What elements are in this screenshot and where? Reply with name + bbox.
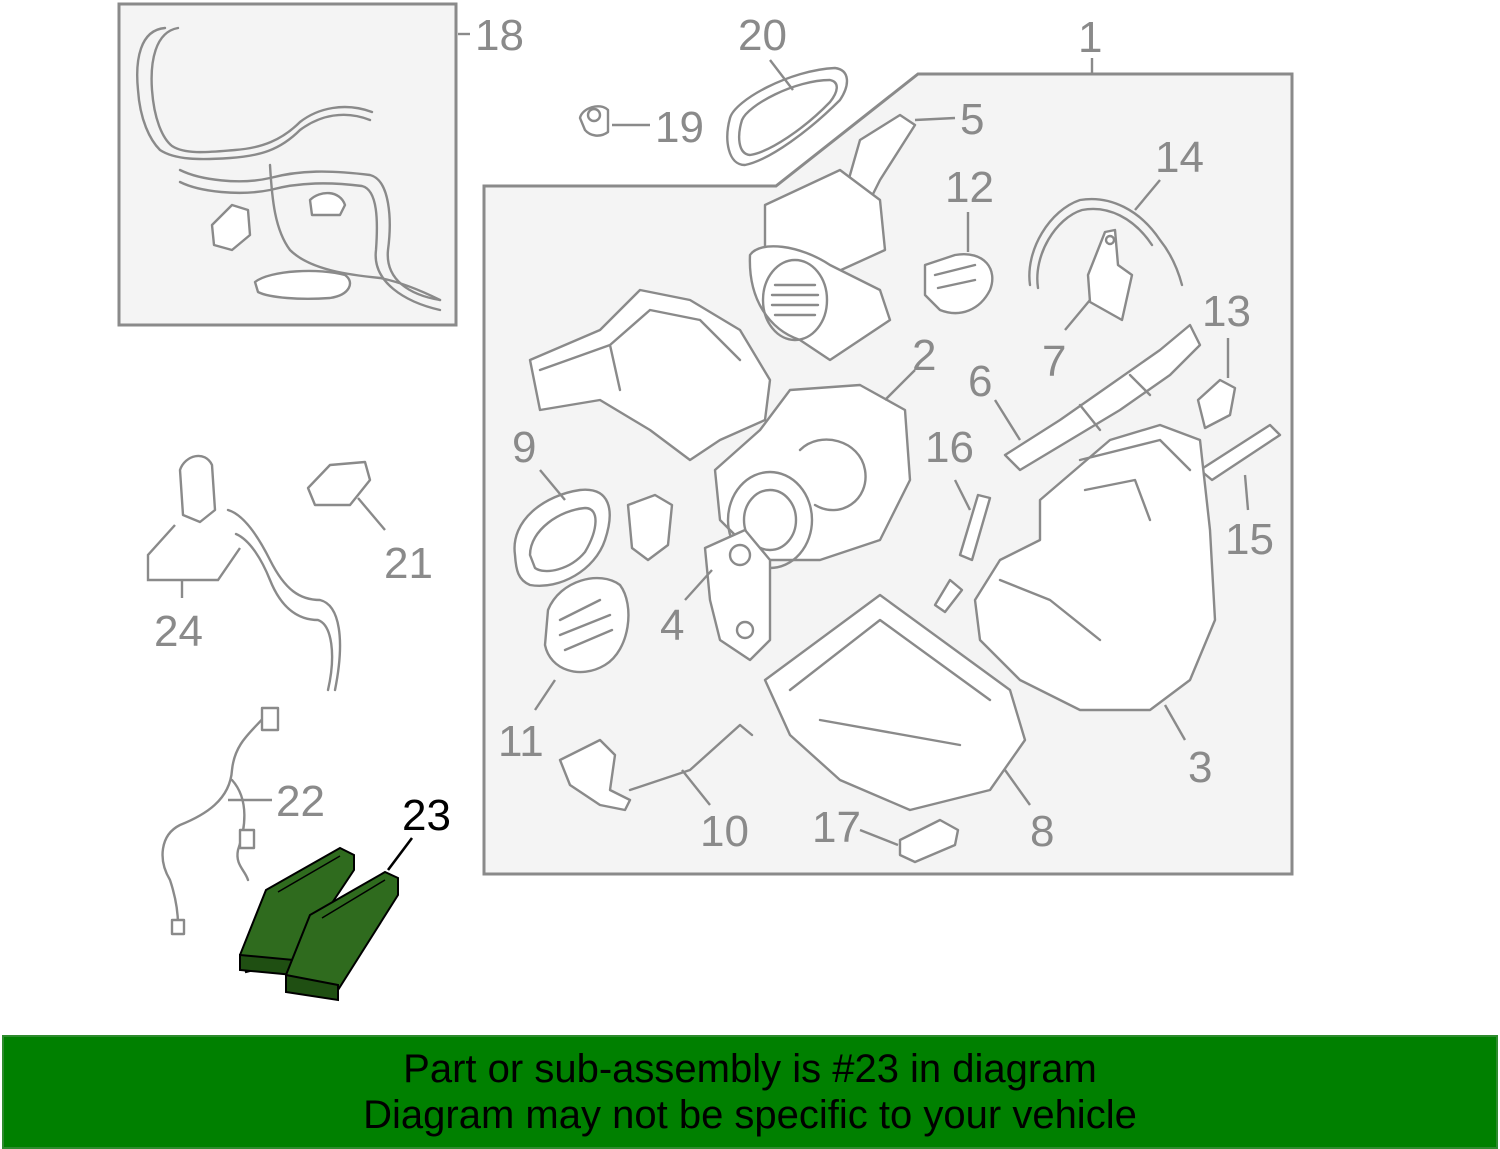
part-19-sensor: [578, 105, 610, 137]
leader-24: [146, 524, 241, 598]
leader-3: [1163, 704, 1187, 741]
part-3-case: [973, 423, 1217, 712]
callout-16: 16: [925, 423, 974, 472]
callout-23: 23: [402, 791, 451, 840]
part-9-motor-cover: [513, 488, 611, 587]
callout-24: 24: [154, 607, 203, 656]
part-6-duct: [1003, 323, 1202, 472]
part-15-plate: [1198, 423, 1282, 482]
leader-6: [993, 399, 1022, 441]
leader-14: [1134, 179, 1161, 211]
callout-7: 7: [1042, 337, 1066, 386]
callout-19: 19: [655, 103, 704, 152]
part-17-screw: [898, 818, 960, 864]
callout-1: 1: [1078, 13, 1102, 62]
banner-line-2: Diagram may not be specific to your vehi…: [363, 1093, 1137, 1137]
callout-2: 2: [912, 331, 936, 380]
info-banner: Part or sub-assembly is #23 in diagram D…: [2, 1035, 1498, 1149]
part-23-highlighted: [238, 846, 399, 1002]
leader-8: [1004, 769, 1031, 806]
callout-13: 13: [1202, 287, 1251, 336]
leader-21: [357, 497, 386, 531]
part-14-rod: [1028, 197, 1184, 290]
leader-16: [953, 479, 972, 511]
callout-15: 15: [1225, 515, 1274, 564]
part-5-intake: [748, 113, 917, 362]
part-24-pipes: [178, 454, 342, 692]
part-13-clip: [1196, 378, 1237, 430]
leader-9: [539, 469, 566, 501]
part-18-hoses: [136, 26, 442, 312]
callout-12: 12: [945, 163, 994, 212]
leader-5: [914, 116, 956, 122]
part-20-gasket: [726, 66, 849, 167]
leader-2: [884, 369, 916, 401]
callout-10: 10: [700, 807, 749, 856]
part-resistor: [626, 493, 674, 562]
part-10-sensor: [558, 723, 754, 812]
leader-23: [386, 837, 414, 871]
leader-17: [859, 828, 899, 847]
callout-18: 18: [475, 11, 524, 60]
callout-11: 11: [498, 717, 544, 766]
callout-4: 4: [660, 601, 684, 650]
part-duct-upper: [528, 288, 772, 462]
leader-11: [534, 679, 556, 711]
callout-5: 5: [960, 95, 984, 144]
callout-6: 6: [968, 357, 992, 406]
part-21-expansion-valve: [306, 460, 372, 507]
part-12-actuator: [923, 253, 994, 315]
leader-10: [681, 769, 711, 806]
banner-line-1: Part or sub-assembly is #23 in diagram: [403, 1047, 1097, 1091]
leader-15: [1243, 474, 1250, 511]
part-22-harness: [161, 706, 280, 936]
leader-7: [1064, 299, 1091, 331]
callout-22: 22: [276, 777, 325, 826]
part-16-link: [933, 493, 992, 614]
parts-diagram: 18 1 20 19 5 12 14 7: [117, 2, 1294, 1002]
part-8-lower-case: [763, 593, 1027, 812]
leader-4: [684, 569, 713, 601]
callout-21: 21: [384, 539, 433, 588]
callout-9: 9: [512, 423, 536, 472]
callout-8: 8: [1030, 807, 1054, 856]
part-7-bracket: [1086, 228, 1134, 322]
callout-3: 3: [1188, 743, 1212, 792]
callout-17: 17: [812, 803, 861, 852]
callout-20: 20: [738, 11, 787, 60]
part-11-housing: [543, 576, 630, 674]
leader-20: [769, 59, 794, 91]
part-4-bracket: [703, 528, 772, 662]
callout-14: 14: [1155, 133, 1204, 182]
